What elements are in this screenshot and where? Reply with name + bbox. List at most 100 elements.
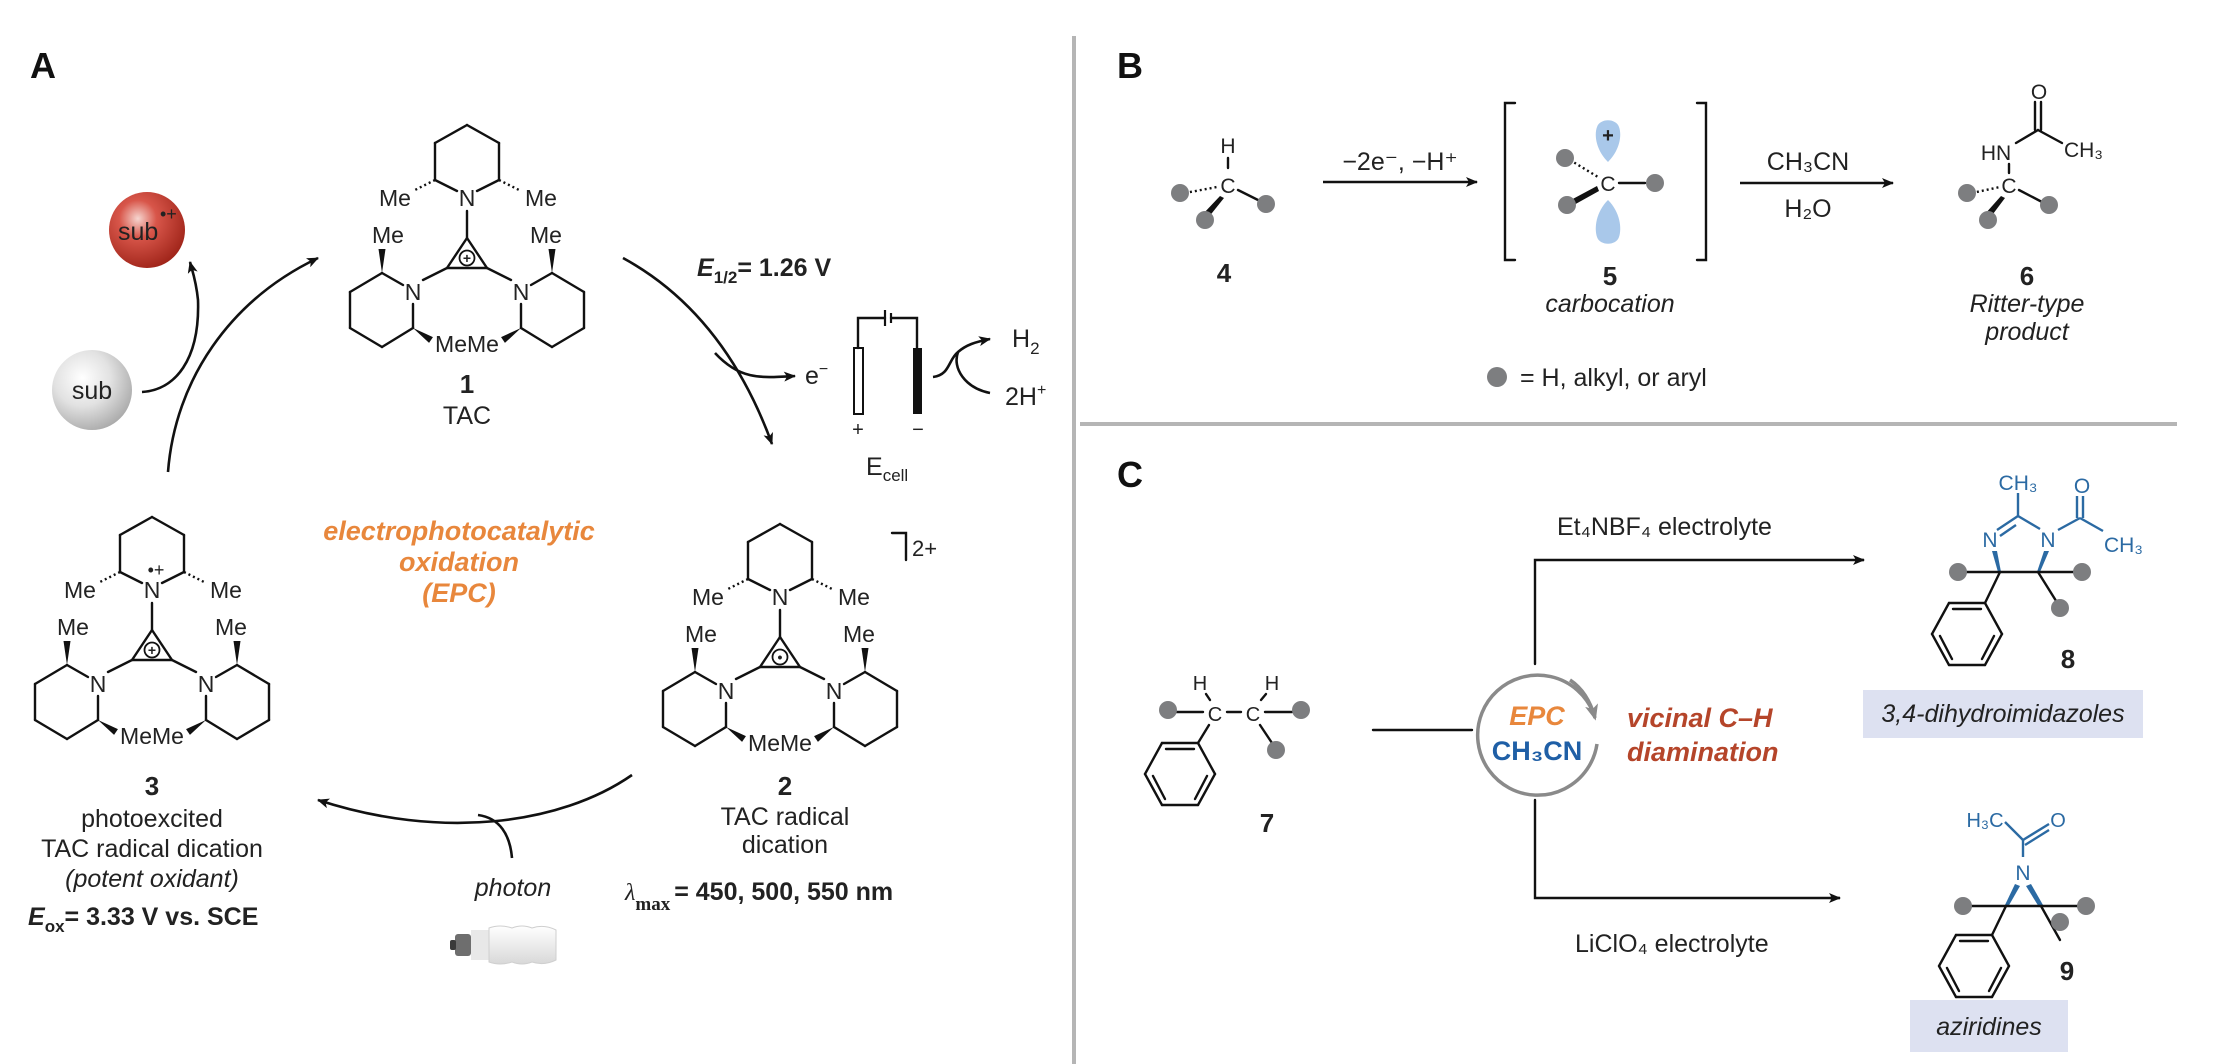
bond <box>798 665 826 681</box>
atom-c: C <box>1220 175 1235 198</box>
substituent-dot <box>1196 211 1214 229</box>
substituent-dot <box>2051 913 2069 931</box>
hashed-bond <box>811 577 833 591</box>
wedge-bond <box>861 648 869 672</box>
epc-title-line-1: electrophotocatalytic <box>323 516 595 546</box>
atom-me: Me <box>379 185 411 211</box>
substituent-dot <box>2073 563 2091 581</box>
aromatic-double-bond <box>1193 774 1209 801</box>
electrochemical-cell: e− + − Ecell H2 2H+ <box>805 310 1046 485</box>
cycle-circle <box>1475 673 1599 797</box>
electron-out-arrow <box>714 352 796 382</box>
bond <box>65 663 90 679</box>
bond <box>1930 601 1951 636</box>
wedge-bond <box>814 727 834 742</box>
anode-sign: + <box>852 419 864 441</box>
cyclopropenium-charge: + <box>148 642 156 658</box>
bond <box>150 515 186 537</box>
atom-n: N <box>144 577 161 603</box>
atom-c: C <box>1600 173 1615 196</box>
class-label-dihydroimidazoles: 3,4-dihydroimidazoles <box>1881 700 2124 728</box>
panel-b: B H C 4 −2e⁻, −H⁺ + C <box>1117 45 2103 392</box>
atom-me: Me <box>525 185 557 211</box>
bond <box>475 178 501 193</box>
bond <box>2017 188 2044 204</box>
panel-c: C H H C C 7 Et₄NBF₄ electrolyte LiClO₄ e <box>1117 454 2143 1052</box>
benzene-ring <box>1937 933 2011 999</box>
panel-letter-b: B <box>1117 45 1143 86</box>
panel-letter-c: C <box>1117 454 1143 495</box>
cathode-electrode <box>913 348 922 414</box>
bond <box>204 718 239 741</box>
atom-meme: MeMe <box>120 723 184 749</box>
wedge-bond <box>63 641 71 665</box>
bond <box>1258 723 1274 745</box>
atom-ch3: CH₃ <box>2104 534 2143 557</box>
compound-3-line-3: (potent oxidant) <box>65 865 239 893</box>
compound-2-charge: 2+ <box>912 536 937 561</box>
compound-2-name-line-2: dication <box>742 831 828 859</box>
bond <box>421 266 449 282</box>
wedge-bond <box>2037 551 2049 572</box>
double-bond <box>1996 515 2019 531</box>
bond <box>65 718 100 741</box>
wedge-bond <box>501 328 521 343</box>
reaction-type-line-2: diamination <box>1627 737 1779 767</box>
bond <box>465 123 501 145</box>
atom-me: Me <box>64 577 96 603</box>
atom-n: N <box>2040 529 2055 552</box>
wedge-bond <box>2005 884 2020 907</box>
compound-7-number: 7 <box>1260 808 1274 838</box>
wedge-bond <box>691 648 699 672</box>
hashed-bond <box>99 570 121 584</box>
atom-n: N <box>1982 529 1997 552</box>
substituent-dot <box>1556 149 1574 167</box>
bond <box>529 271 554 287</box>
wedge-bond <box>186 720 206 735</box>
bond <box>842 670 867 686</box>
bond <box>235 718 271 741</box>
substituent-dot <box>1171 184 1189 202</box>
bond <box>118 570 144 585</box>
cycle-arrow-2-to-3 <box>317 773 633 825</box>
hashed-bond <box>727 577 749 591</box>
atom-me: Me <box>843 621 875 647</box>
bond <box>734 665 762 681</box>
cyclopropenium-ring <box>757 634 803 669</box>
bond <box>1990 933 2011 968</box>
atom-me: Me <box>685 621 717 647</box>
bond <box>33 663 69 686</box>
bond <box>433 123 469 145</box>
atom-c: C <box>2001 175 2016 198</box>
compound-9-number: 9 <box>2060 956 2074 986</box>
epc-title: electrophotocatalytic oxidation (EPC) <box>323 516 595 608</box>
atom-me: Me <box>210 577 242 603</box>
bond <box>106 658 134 674</box>
substituent-dot <box>1949 563 1967 581</box>
hashed-bond <box>1569 158 1599 179</box>
atom-me: Me <box>372 222 404 248</box>
electron-label: e− <box>805 361 828 390</box>
sub-sphere <box>52 350 132 430</box>
compound-1-number: 1 <box>460 369 474 399</box>
cyclopropenium-ring <box>129 627 175 662</box>
bond <box>348 326 384 349</box>
class-chip-dihydroimidazoles <box>1863 690 2143 738</box>
bulb-spiral <box>488 925 557 965</box>
class-label-aziridines: aziridines <box>1936 1013 2042 1041</box>
bond <box>693 725 728 748</box>
atom-ch3: CH₃ <box>1999 472 2038 495</box>
cyclopropenium-ring <box>444 235 490 270</box>
substituent-dot <box>1958 184 1976 202</box>
atom-n: N <box>718 678 735 704</box>
left-bracket <box>1503 101 1517 262</box>
sub-radical-cation-label: sub <box>118 218 158 246</box>
substituent-dot <box>1267 741 1285 759</box>
bond <box>235 663 271 686</box>
atom-meme: MeMe <box>748 730 812 756</box>
photon-label: photon <box>474 874 551 902</box>
wedge-bond <box>548 249 556 273</box>
ritter-reagent-bottom: H₂O <box>1784 195 1831 223</box>
wedge-bond <box>1992 551 2001 572</box>
